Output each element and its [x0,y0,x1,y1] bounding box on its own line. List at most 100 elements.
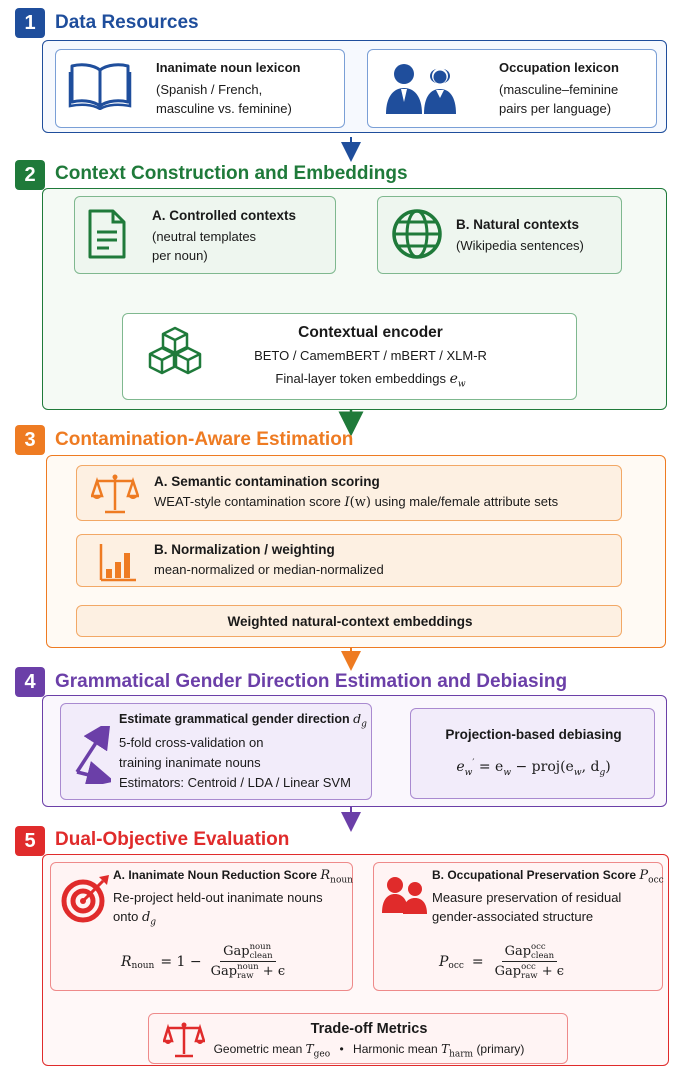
normalization-card: B. Normalization / weighting mean-normal… [76,534,622,587]
debiasing-equation: ew′ = ew − proj(ew, dg) [411,757,656,780]
book-icon [68,63,132,110]
contamination-scoring-card: A. Semantic contamination scoring WEAT-s… [76,465,622,521]
section-3-badge: 3 [15,425,45,455]
p-num: Gap [504,944,532,959]
angle-arrows-icon [75,726,111,784]
section-1-badge: 1 [15,8,45,38]
geo-sub: geo [313,1049,331,1060]
r-eq-lhs-sub: noun [131,960,155,971]
r-den-sup: noun [237,962,259,972]
gender-direction-card: Estimate grammatical gender direction dg… [60,703,372,800]
contamination-desc-pre: WEAT-style contamination score [154,494,341,509]
natural-contexts-line1: (Wikipedia sentences) [456,238,584,253]
people-icon [386,64,456,114]
eq-tail: , d [581,759,600,775]
section-4-title: Grammatical Gender Direction Estimation … [55,671,568,692]
section-5-badge: 5 [15,826,45,856]
cv-line2: training inanimate nouns [119,755,261,770]
harm-var: T [441,1042,450,1056]
p-den: Gap [494,964,522,979]
lexicon-card-nouns: Inanimate noun lexicon (Spanish / French… [55,49,345,128]
occupation-lexicon-line1: (masculine–feminine [499,82,619,97]
encoder-title: Contextual encoder [298,324,443,341]
geo-label: Geometric mean [213,1042,303,1056]
section-4-badge: 4 [15,667,45,697]
natural-contexts-title: B. Natural contexts [456,217,580,232]
group-icon [382,877,427,914]
eq-lhs-sub: w [464,767,473,778]
reduction-line2-var: d [141,910,151,925]
eq-lhs: e [456,759,465,775]
p-num-sup: occ [531,942,546,952]
encoder-embeddings-label: Final-layer token embeddings [275,371,446,386]
document-icon [88,209,126,259]
target-icon [61,875,109,923]
eq-mid-sub: w [503,767,512,778]
balance-icon [163,1022,205,1058]
harm-post: (primary) [476,1042,525,1056]
occupation-lexicon-line2: pairs per language) [499,101,612,116]
tradeoff-metrics-line: Geometric mean Tgeo • Harmonic mean Thar… [149,1041,569,1061]
controlled-contexts-line1: (neutral templates [152,229,257,244]
tradeoff-metrics-card: Trade-off Metrics Geometric mean Tgeo • … [148,1013,568,1064]
reduction-sub: noun [330,875,353,886]
harm-label: Harmonic mean [353,1042,438,1056]
debiasing-title: Projection-based debiasing [445,727,622,742]
encoder-embeddings: Final-layer token embeddings ew [123,369,578,392]
gender-direction-sub: g [361,719,367,730]
section-5-title: Dual-Objective Evaluation [55,829,290,850]
gender-direction-title-text: Estimate grammatical gender direction [119,712,350,726]
cv-line1: 5-fold cross-validation on [119,735,264,750]
contamination-desc-post: using male/female attribute sets [374,494,559,509]
preservation-line1: Measure preservation of residual [432,890,622,905]
scale-icon [91,474,139,514]
weighted-embeddings-title: Weighted natural-context embeddings [227,614,473,629]
cubes-icon [148,326,202,375]
p-eq-lhs: P [439,953,449,970]
gender-direction-title: Estimate grammatical gender direction dg [119,710,367,732]
contamination-scoring-desc: WEAT-style contamination score I(w) usin… [154,493,558,513]
eq-rest-sub: w [573,767,582,778]
p-den-sub: raw [521,970,538,981]
p-num-sub: clean [531,950,555,961]
preservation-line2: gender-associated structure [432,909,594,924]
occupation-lexicon-title: Occupation lexicon [499,60,619,75]
p-den-tail: + ϵ [541,964,564,979]
contamination-scoring-title: A. Semantic contamination scoring [154,474,380,489]
harm-sub: harm [449,1049,474,1060]
p-den-sup: occ [521,962,536,972]
natural-contexts-card: B. Natural contexts (Wikipedia sentences… [377,196,622,274]
reduction-line2-text: onto [113,909,139,924]
separator-dot: • [339,1042,344,1056]
r-den-sub: raw [237,970,254,981]
reduction-title-text: A. Inanimate Noun Reduction Score [113,868,318,882]
r-den: Gap [210,964,238,979]
preservation-score-card: B. Occupational Preservation Score Pocc … [373,862,664,991]
section-1-title: Data Resources [55,12,199,33]
contamination-var: I [344,495,350,510]
preservation-title-text: B. Occupational Preservation Score [432,868,637,882]
controlled-contexts-line2: per noun) [152,248,208,263]
lexicon-card-occupations: Occupation lexicon (masculine–feminine p… [367,49,657,128]
eq-tail-sub: g [599,767,606,778]
controlled-contexts-title: A. Controlled contexts [152,208,297,223]
gender-direction-var: d [353,711,362,726]
noun-lexicon-line2: masculine vs. feminine) [156,101,292,116]
eq-close: ) [605,759,611,775]
section-3-title: Contamination-Aware Estimation [55,429,354,450]
noun-lexicon-line1: (Spanish / French, [156,82,263,97]
preservation-var: P [639,868,649,883]
encoder-card: Contextual encoder BETO / CamemBERT / mB… [122,313,577,400]
p-eq-mid: = [471,953,484,970]
reduction-score-card: A. Inanimate Noun Reduction Score Rnoun … [50,862,353,991]
reduction-line2-sub: g [150,917,157,928]
debiasing-card: Projection-based debiasing ew′ = ew − pr… [410,708,655,799]
controlled-contexts-card: A. Controlled contexts (neutral template… [74,196,336,274]
geo-var: T [305,1042,314,1056]
globe-icon [392,209,442,259]
reduction-score-title: A. Inanimate Noun Reduction Score Rnoun [113,867,353,887]
